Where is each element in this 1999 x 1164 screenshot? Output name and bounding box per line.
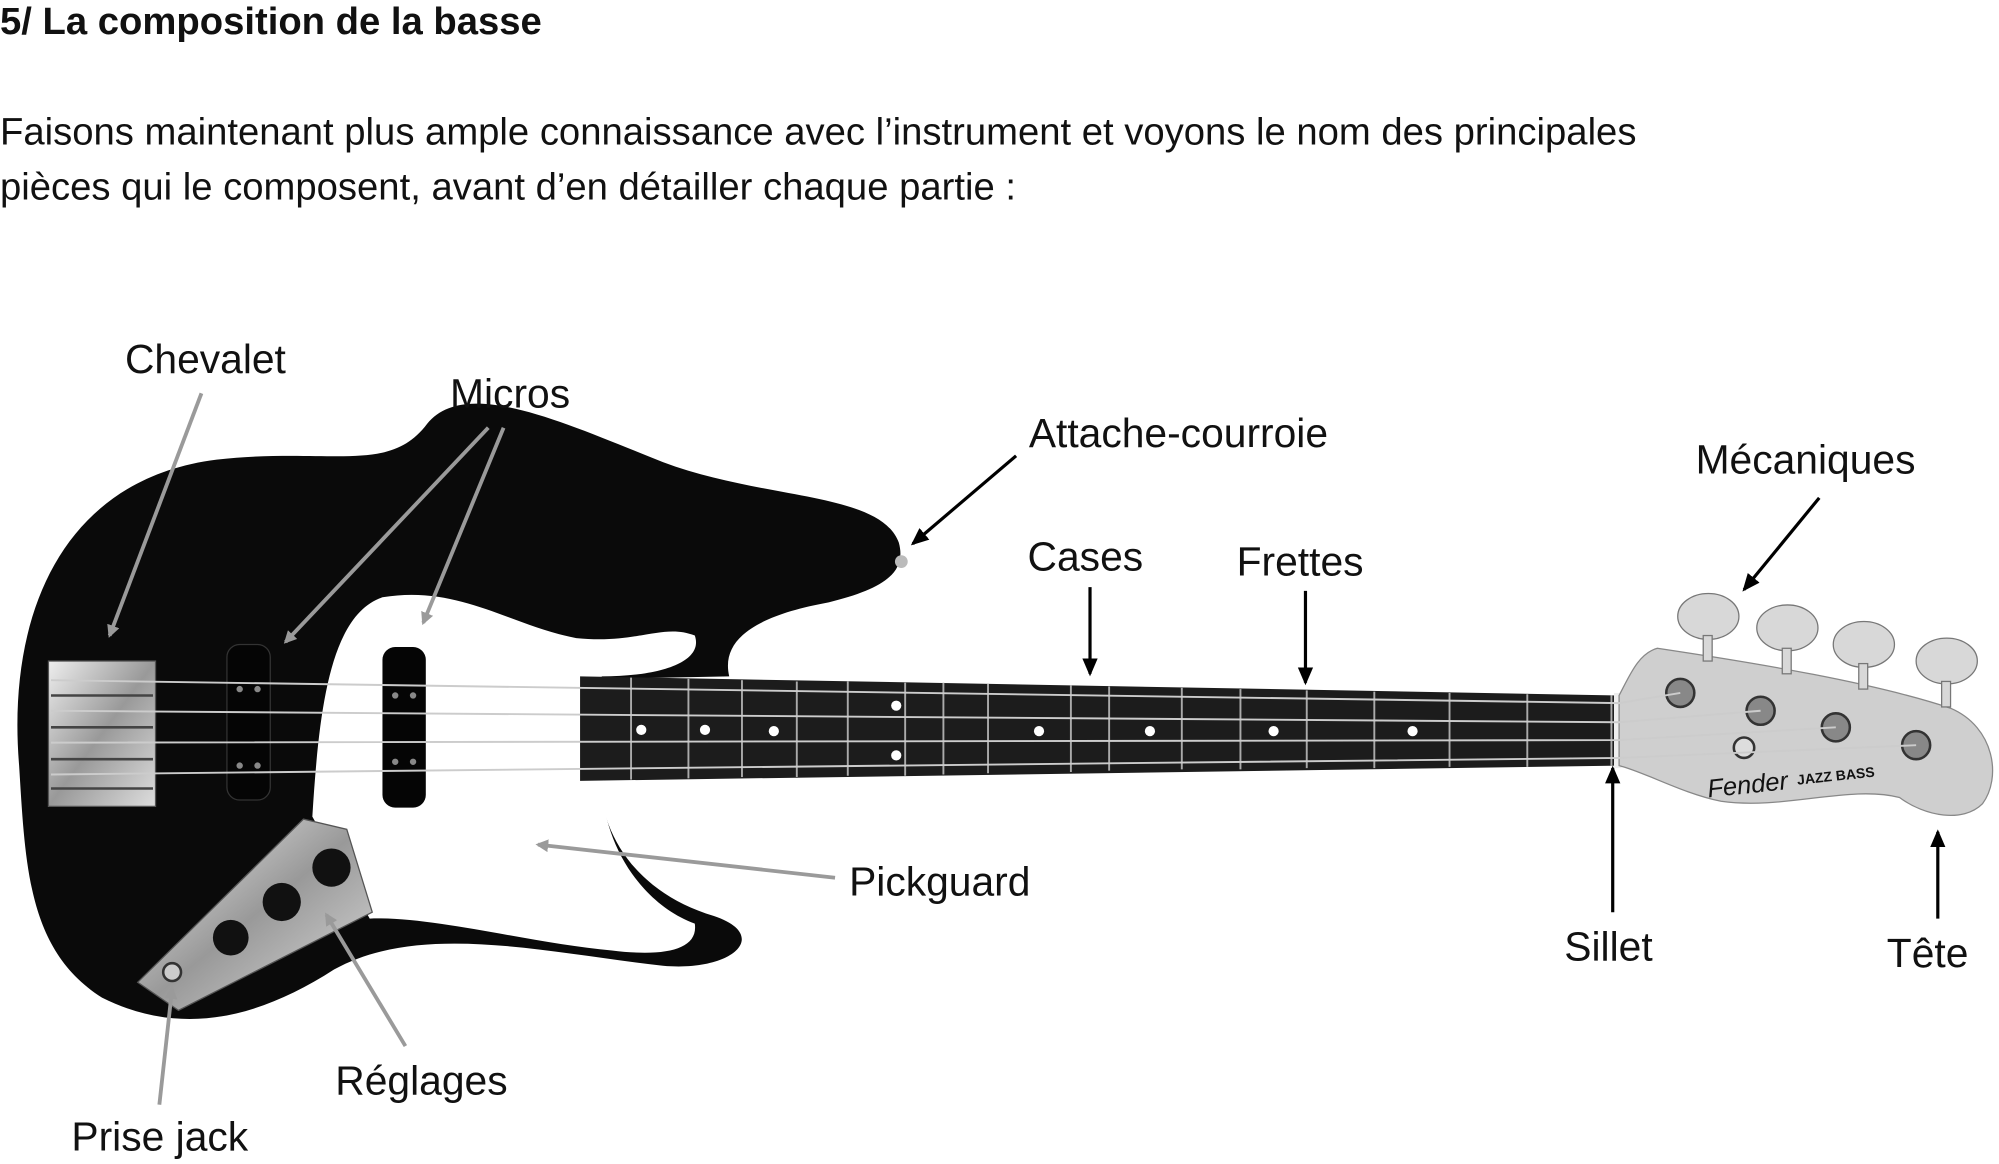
bass-guitar: Fender JAZZ BASS (17, 403, 1994, 1019)
black-arrows (910, 454, 1946, 919)
label-micros: Micros (450, 370, 570, 416)
label-pickguard: Pickguard (849, 859, 1030, 905)
arrow-pickguard (535, 839, 836, 880)
frets (630, 677, 1613, 780)
label-cases: Cases (1028, 534, 1144, 580)
neck-pickup (382, 647, 426, 808)
tuner-posts (1664, 677, 1932, 761)
section-heading: 5/ La composition de la basse (0, 0, 542, 43)
label-tete: Tête (1887, 930, 1969, 976)
arrow-reglages (324, 912, 408, 1048)
label-sillet: Sillet (1564, 924, 1653, 970)
arrow-prise-jack (157, 986, 178, 1105)
tuner-keys (1677, 592, 1978, 708)
tone-knob (212, 919, 249, 956)
strings (50, 679, 1917, 776)
headstock (1618, 647, 1994, 816)
arrow-mecaniques (1742, 496, 1821, 592)
nut (1613, 692, 1622, 769)
label-chevalet: Chevalet (125, 336, 287, 382)
strap-button (894, 555, 908, 568)
label-mecaniques: Mécaniques (1696, 437, 1916, 483)
pole-pieces (236, 685, 417, 769)
intro-line-1: Faisons maintenant plus ample connaissan… (0, 111, 1636, 154)
bridge-saddles (50, 694, 153, 790)
jack-socket (161, 961, 183, 983)
arrow-attache (910, 454, 1018, 546)
label-frettes: Frettes (1237, 539, 1364, 585)
bridge-pickup (226, 643, 271, 801)
arrow-chevalet (107, 392, 204, 638)
intro-line-2: pièces qui le composent, avant d’en déta… (0, 166, 1016, 209)
fretboard (580, 676, 1620, 781)
label-reglages: Réglages (335, 1057, 507, 1103)
gray-arrows (107, 392, 836, 1105)
label-attache-courroie: Attache-courroie (1029, 410, 1328, 456)
arrow-micros-1 (283, 426, 490, 644)
bridge (47, 660, 157, 808)
label-prise-jack: Prise jack (71, 1114, 248, 1160)
arrow-micros-2 (421, 427, 506, 626)
fret-markers (636, 700, 1418, 761)
volume-knob-1 (312, 848, 351, 887)
volume-knob-2 (262, 882, 301, 922)
